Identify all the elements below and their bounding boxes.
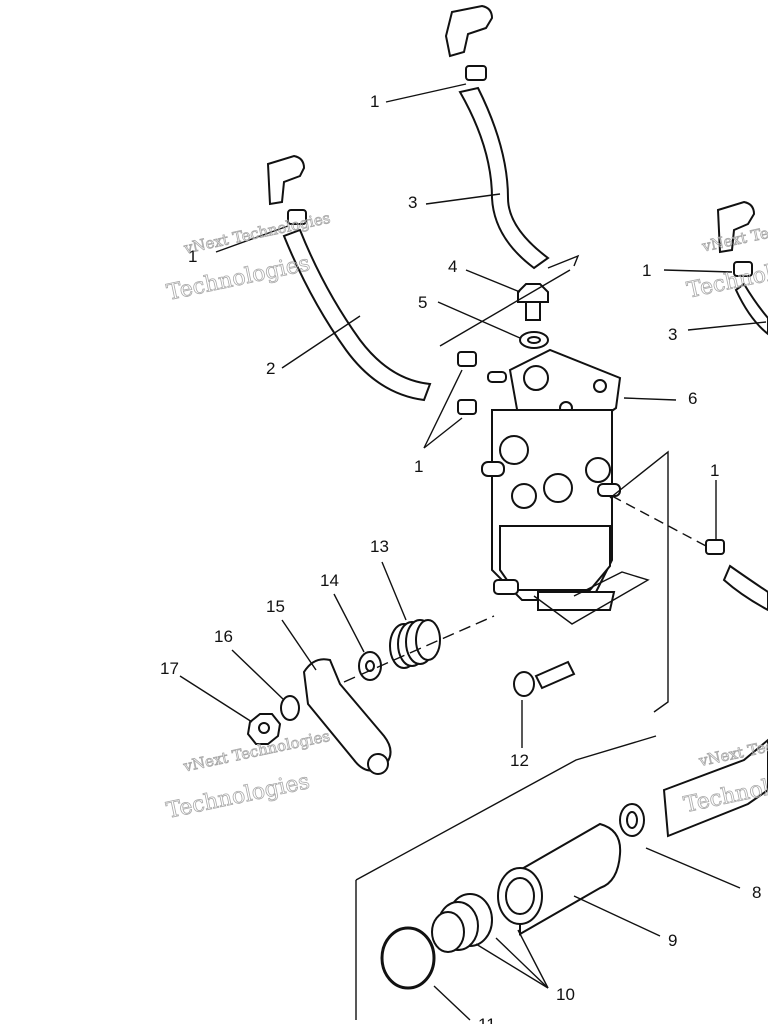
clamp-top-center: [465, 65, 487, 81]
bleed-screw-head: [517, 283, 549, 303]
callout-14: 14: [320, 571, 339, 590]
piston-sleeve: [519, 822, 622, 936]
hose-right-lower: [722, 564, 768, 612]
callout-11: 11: [478, 1015, 496, 1024]
clamp-right: [733, 261, 753, 277]
valve-body-assembly: [481, 348, 622, 611]
leader-lines: [179, 83, 767, 1021]
elbow-fitting-left: [266, 154, 306, 206]
piston-cups: [431, 893, 493, 953]
push-rod-housing: [662, 738, 768, 838]
callout-13: 13: [370, 537, 389, 556]
callout-10: 10: [556, 985, 575, 1004]
callout-1-top: 1: [370, 92, 379, 111]
valve-nipple-left: [481, 461, 505, 477]
bleed-screw-shank: [525, 301, 541, 321]
hose-top-center: [458, 86, 550, 270]
callout-8: 8: [752, 883, 761, 902]
callout-labels: 1 3 1 2 4 5 1 3 6 1 1 13 14 15 16 17 12 …: [160, 92, 761, 1024]
callout-9: 9: [668, 931, 677, 950]
valve-lower-housing: [499, 525, 611, 591]
bleed-screw-group: [517, 283, 549, 349]
callout-5: 5: [418, 293, 427, 312]
svg-text:Technologies: Technologies: [685, 249, 768, 304]
mounting-bolt: [513, 660, 576, 697]
hose-assembly-right: [716, 200, 768, 336]
clamp-valve-right: [705, 539, 725, 555]
callout-15: 15: [266, 597, 285, 616]
elbow-fitting-top-center: [444, 4, 494, 58]
callout-1-left: 1: [188, 247, 197, 266]
callout-6: 6: [688, 389, 697, 408]
hose-assembly-left: [266, 154, 432, 402]
valve-nipple-top: [487, 371, 507, 383]
valve-base-flange: [537, 591, 616, 611]
elbow-fitting-right: [716, 200, 756, 254]
callout-4: 4: [448, 257, 457, 276]
hose-left: [282, 228, 432, 402]
brake-lever: [302, 658, 392, 772]
callout-1-lower-right: 1: [710, 461, 719, 480]
valve-nipple-right: [597, 483, 621, 497]
callout-1-right: 1: [642, 261, 651, 280]
callout-1-valve: 1: [414, 457, 423, 476]
hose-assembly-top-center: [444, 4, 550, 270]
lock-washer: [280, 695, 300, 721]
snap-ring: [380, 926, 436, 990]
return-spring: [389, 619, 441, 669]
callout-16: 16: [214, 627, 233, 646]
callout-2: 2: [266, 359, 275, 378]
watermark-lower-left: vNext Technologies Technologies: [164, 726, 332, 824]
piston-group: [380, 738, 768, 990]
svg-text:Technologies: Technologies: [165, 251, 313, 306]
svg-text:Technologies: Technologies: [164, 769, 312, 824]
clamp-valve-upper: [457, 351, 477, 367]
hose-right: [734, 282, 768, 336]
callout-12: 12: [510, 751, 529, 770]
callout-3-right: 3: [668, 325, 677, 344]
valve-shaft-stub: [493, 579, 519, 595]
clamp-valve-lower: [457, 399, 477, 415]
assembly-lines: [343, 254, 707, 1020]
clamp-left: [287, 209, 307, 225]
callout-3-top: 3: [408, 193, 417, 212]
callout-17: 17: [160, 659, 179, 678]
